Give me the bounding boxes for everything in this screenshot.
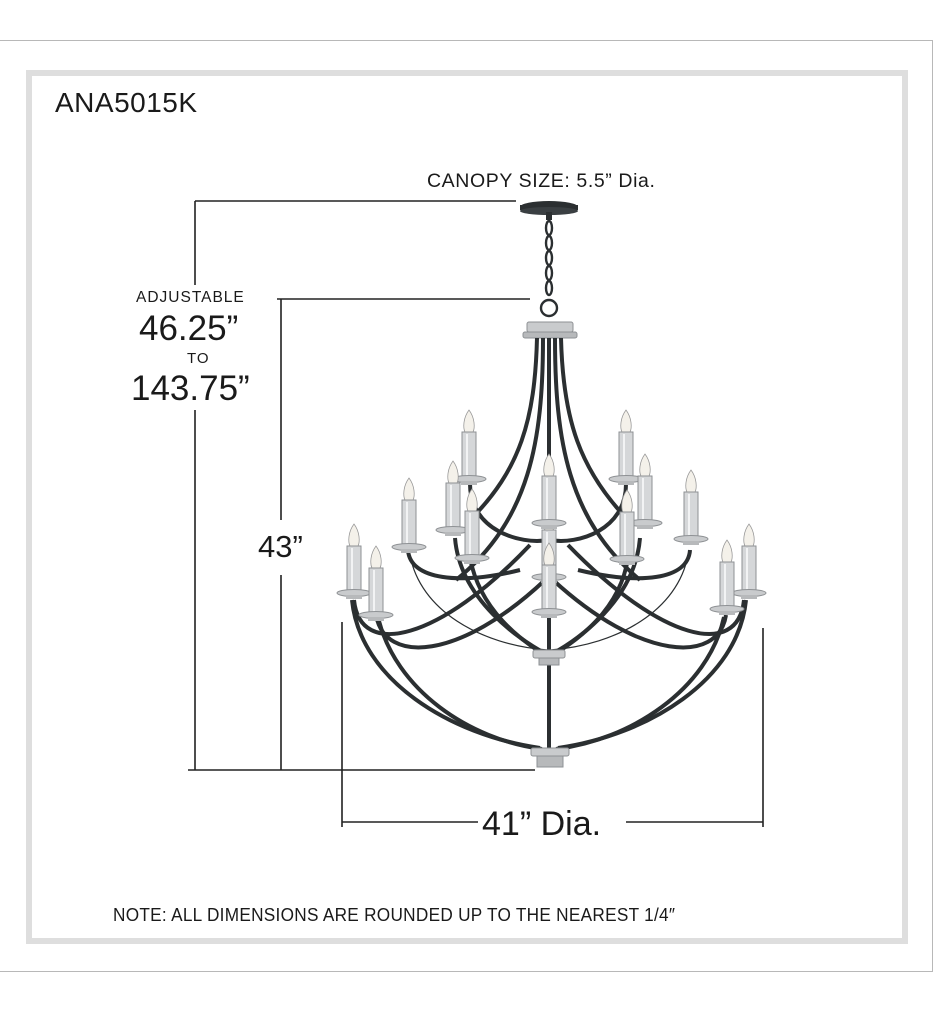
dimensions-note: NOTE: ALL DIMENSIONS ARE ROUNDED UP TO T… xyxy=(113,904,676,925)
top-hub xyxy=(522,321,578,339)
model-number: ANA5015K xyxy=(55,87,198,118)
canopy-size-label: CANOPY SIZE: 5.5” Dia. xyxy=(427,170,656,192)
adjustable-label: ADJUSTABLE xyxy=(136,289,245,306)
overall-height-max: 143.75” xyxy=(131,369,250,408)
outer-frame xyxy=(0,40,933,972)
bottom-finial xyxy=(530,747,570,768)
overall-height-connector: TO xyxy=(187,350,210,367)
chain-icon xyxy=(539,219,559,318)
diameter-label: 41” Dia. xyxy=(482,805,602,843)
dimension-lines xyxy=(188,200,764,827)
middle-hub xyxy=(532,649,566,666)
overall-height-min: 46.25” xyxy=(139,309,239,348)
fixture-height-label: 43” xyxy=(258,529,303,564)
canopy-icon xyxy=(520,201,578,220)
candle-lights xyxy=(336,409,767,622)
inner-frame xyxy=(26,70,908,944)
chandelier-illustration xyxy=(336,201,767,768)
